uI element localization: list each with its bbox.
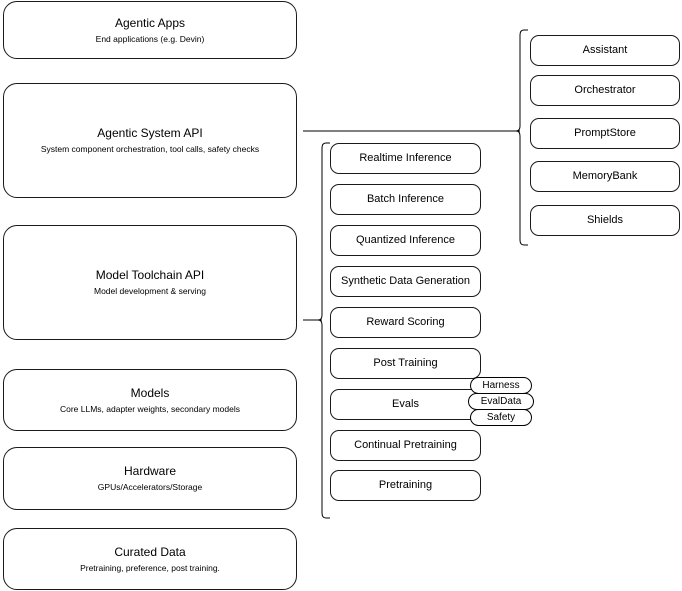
layer-box-hardware[interactable]: Hardware GPUs/Accelerators/Storage [3,447,297,510]
right-box-shields[interactable]: Shields [530,205,680,236]
brace-middle [317,142,330,519]
layer-subtitle: End applications (e.g. Devin) [95,33,205,44]
mid-box-realtime-inference[interactable]: Realtime Inference [330,143,481,174]
mid-box-continual-pretraining[interactable]: Continual Pretraining [330,430,481,461]
layer-title: Agentic Apps [114,15,186,30]
mid-box-label: Reward Scoring [366,316,445,328]
mid-box-batch-inference[interactable]: Batch Inference [330,184,481,215]
mid-box-label: Continual Pretraining [354,439,457,451]
mid-box-pretraining[interactable]: Pretraining [330,470,481,501]
mid-box-label: Pretraining [378,479,433,491]
right-box-orchestrator[interactable]: Orchestrator [530,75,680,106]
mid-box-quantized-inference[interactable]: Quantized Inference [330,225,481,256]
pill-harness[interactable]: Harness [470,377,532,394]
mid-box-label: Evals [392,398,419,410]
layer-title: Curated Data [114,544,186,559]
mid-box-post-training[interactable]: Post Training [330,348,481,379]
layer-box-model-toolchain-api[interactable]: Model Toolchain API Model development & … [3,225,297,340]
right-box-promptstore[interactable]: PromptStore [530,118,680,149]
mid-box-synthetic-data-generation[interactable]: Synthetic Data Generation [330,266,481,297]
mid-box-label: Realtime Inference [359,152,452,164]
layer-title: Models [130,385,170,400]
layer-box-models[interactable]: Models Core LLMs, adapter weights, secon… [3,369,297,431]
mid-box-label: Quantized Inference [355,234,456,246]
layer-subtitle: GPUs/Accelerators/Storage [97,482,203,492]
right-box-label: Assistant [582,44,628,56]
mid-box-label: Post Training [373,357,438,369]
layer-subtitle: Pretraining, preference, post training. [80,562,220,573]
right-box-assistant[interactable]: Assistant [530,35,680,66]
layer-subtitle: System component orchestration, tool cal… [40,144,260,154]
pill-evaldata[interactable]: EvalData [468,393,534,410]
layer-title: Model Toolchain API [95,268,205,282]
pill-safety[interactable]: Safety [470,409,532,426]
mid-box-label: Batch Inference [366,193,445,205]
mid-box-evals[interactable]: Evals [330,389,481,420]
layer-box-agentic-apps[interactable]: Agentic Apps End applications (e.g. Devi… [3,1,297,59]
right-box-label: MemoryBank [572,170,638,182]
layer-box-agentic-system-api[interactable]: Agentic System API System component orch… [3,83,297,198]
layer-subtitle: Core LLMs, adapter weights, secondary mo… [59,403,240,414]
right-box-label: Orchestrator [574,84,636,96]
right-box-memorybank[interactable]: MemoryBank [530,161,680,192]
mid-box-label: Synthetic Data Generation [340,275,471,287]
mid-box-reward-scoring[interactable]: Reward Scoring [330,307,481,338]
layer-title: Hardware [123,464,177,478]
right-box-label: Shields [586,214,624,226]
right-box-label: PromptStore [574,127,636,139]
brace-right [515,29,528,246]
layer-subtitle: Model development & serving [94,286,206,296]
layer-box-curated-data[interactable]: Curated Data Pretraining, preference, po… [3,528,297,590]
layer-title: Agentic System API [97,126,203,140]
